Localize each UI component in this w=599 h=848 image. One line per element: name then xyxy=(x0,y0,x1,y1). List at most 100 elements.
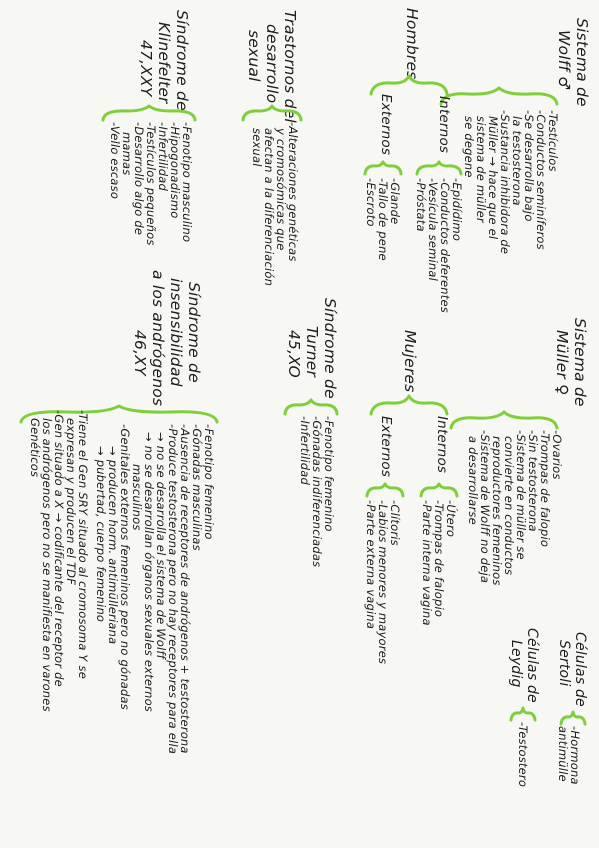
klinefelter-item: -Fenotipo masculino xyxy=(180,122,194,243)
disorders-title-2: desarrollo xyxy=(263,24,281,104)
wolff-title-2: Wolff ♂ xyxy=(555,30,573,91)
muller-item: -Sin testosterona xyxy=(526,430,540,532)
klinefelter-item: -Infertilidad xyxy=(156,122,170,192)
wolff-item: la testosterona xyxy=(510,116,524,206)
men-internal-item: -Epidídimo xyxy=(450,178,464,242)
androgen-title-4: 46,XY xyxy=(131,330,149,376)
disorders-item: -Alteraciones genéticas xyxy=(286,122,300,262)
klinefelter-title-1: Síndrome de xyxy=(173,10,191,111)
turner-title-3: 45,XO xyxy=(285,330,303,378)
wolff-item: -Sustancia inhibidora de xyxy=(498,110,512,255)
muller-title-2: Müller ♀ xyxy=(553,330,571,396)
muller-item: -Sistema de Wolff no deja xyxy=(478,430,492,584)
leydig-item: -Testostero xyxy=(516,722,530,788)
androgen-item: -Genitales externos femeninos pero no gó… xyxy=(118,424,132,710)
klinefelter-item: -Desarrollo algo de xyxy=(132,122,146,236)
klinefelter-item: -Vello escaso xyxy=(108,122,122,200)
sertoli-item: -Hormona antimülle xyxy=(555,726,582,785)
androgen-item: → producen horm. antimülleriana xyxy=(106,446,120,645)
women-external-item: -Clítoris xyxy=(388,500,402,546)
androgen-item: -Gónadas masculinas xyxy=(190,424,204,551)
muller-item: -Ovarios xyxy=(550,430,564,480)
androgen-title-1: Síndrome de xyxy=(185,282,203,383)
men-external-item: -Escroto xyxy=(364,178,378,227)
sertoli-title-1: Células de xyxy=(572,632,588,707)
women-internal-item: -Parte interna vagina xyxy=(420,500,434,626)
wolff-item: -Testículos xyxy=(546,110,560,172)
disorders-item: afectan a la diferenciación xyxy=(262,128,276,287)
muller-item: reproductores femeninos xyxy=(490,436,504,586)
men-label: Hombres xyxy=(403,8,421,80)
androgen-item: -Gen situado a X → codificante del recep… xyxy=(52,410,66,687)
klinefelter-brace xyxy=(101,104,197,122)
turner-title-2: Turner xyxy=(303,326,321,378)
androgen-item: → no se desarrollan órganos sexuales ext… xyxy=(142,432,156,712)
androgen-item: → pubertad, cuerpo femenino xyxy=(94,446,108,623)
women-internal-item: -Trompas de falopio xyxy=(432,500,446,618)
androgen-item: los andrógenos pero no se manifiesta en … xyxy=(40,418,54,712)
muller-brace xyxy=(449,410,559,430)
klinefelter-title-2: Klinefelter xyxy=(155,22,173,104)
turner-item: -Gónadas indiferenciadas xyxy=(310,416,324,568)
muller-title-1: Sistema de xyxy=(571,318,589,407)
turner-item: -Infertilidad xyxy=(298,416,312,486)
androgen-item: expresan y producen el TDF xyxy=(64,418,78,586)
klinefelter-item: -Testículos pequeños xyxy=(144,122,158,246)
wolff-item: se degene xyxy=(462,116,476,178)
women-internal-brace xyxy=(419,482,459,498)
androgen-item: -Tiene el Gen SRY situado al cromosoma Y… xyxy=(76,410,90,679)
men-brace xyxy=(369,74,449,96)
women-external-label: Externos xyxy=(378,416,394,478)
turner-item: -Fenotipo femenino xyxy=(322,416,336,532)
disorders-title-3: sexual xyxy=(245,30,263,82)
muller-item: a desarrollarse xyxy=(466,436,480,525)
klinefelter-item: mamas xyxy=(120,132,134,176)
turner-brace xyxy=(283,398,339,416)
leydig-title-2: Leydig xyxy=(508,640,524,688)
muller-item: convierte en conductos xyxy=(502,436,516,576)
androgen-item: -Fenotipo femenino xyxy=(202,424,216,540)
wolff-item: sistema de müller xyxy=(474,116,488,223)
wolff-brace xyxy=(439,86,559,106)
women-external-item: -Parte externa vagina xyxy=(364,500,378,630)
women-internal-label: Internos xyxy=(434,416,450,474)
disorders-item: sexual xyxy=(250,128,264,167)
women-external-brace xyxy=(365,482,405,498)
wolff-item: Müller → hace que el xyxy=(486,116,500,240)
muller-item: -Trompas de falopio xyxy=(538,430,552,548)
women-internal-item: -Útero xyxy=(444,500,458,538)
androgen-item: Genéticos xyxy=(28,418,42,478)
turner-title-1: Síndrome de xyxy=(321,298,339,399)
leydig-title-1: Células de xyxy=(524,628,540,703)
androgen-item: -Produce testosterona pero no hay recept… xyxy=(166,424,180,755)
men-external-label: Externos xyxy=(378,94,394,156)
men-internal-item: -Conductos deferentes xyxy=(438,178,452,313)
men-external-item: -Tallo de pene xyxy=(376,178,390,261)
women-external-item: -Labios menores y mayores xyxy=(376,500,390,665)
leydig-brace xyxy=(509,706,537,722)
androgen-title-2: insensibilidad xyxy=(167,278,185,387)
androgen-item: masculinos xyxy=(130,464,144,531)
women-label: Mujeres xyxy=(401,330,419,393)
sertoli-brace xyxy=(559,710,587,726)
men-internal-label: Internos xyxy=(436,96,452,154)
disorders-item: y cromosómicas que xyxy=(274,128,288,251)
androgen-title-3: a los andrógenos xyxy=(149,270,167,407)
klinefelter-title-3: 47,XXY xyxy=(137,40,155,97)
wolff-title-1: Sistema de xyxy=(573,18,591,107)
men-internal-item: -Vesícula seminal xyxy=(426,178,440,282)
sertoli-title-2: Sertoli xyxy=(556,640,572,687)
androgen-item: → no se desarrolla el sistema de Wolff xyxy=(154,432,168,659)
wolff-item: -Se desarrolla bajo xyxy=(522,110,536,222)
wolff-item: -Conductos seminíferos xyxy=(534,110,548,250)
klinefelter-item: -Hipogonadismo xyxy=(168,122,182,219)
men-external-brace xyxy=(363,160,403,176)
men-external-item: -Glande xyxy=(388,178,402,225)
men-internal-brace xyxy=(415,160,463,176)
disorders-brace xyxy=(241,104,303,122)
women-brace xyxy=(369,394,449,416)
men-internal-item: -Próstata xyxy=(414,178,428,232)
muller-item: -Sistema de müller se xyxy=(514,430,528,560)
androgen-item: -Ausencia de receptores de andrógenos + … xyxy=(178,424,192,754)
